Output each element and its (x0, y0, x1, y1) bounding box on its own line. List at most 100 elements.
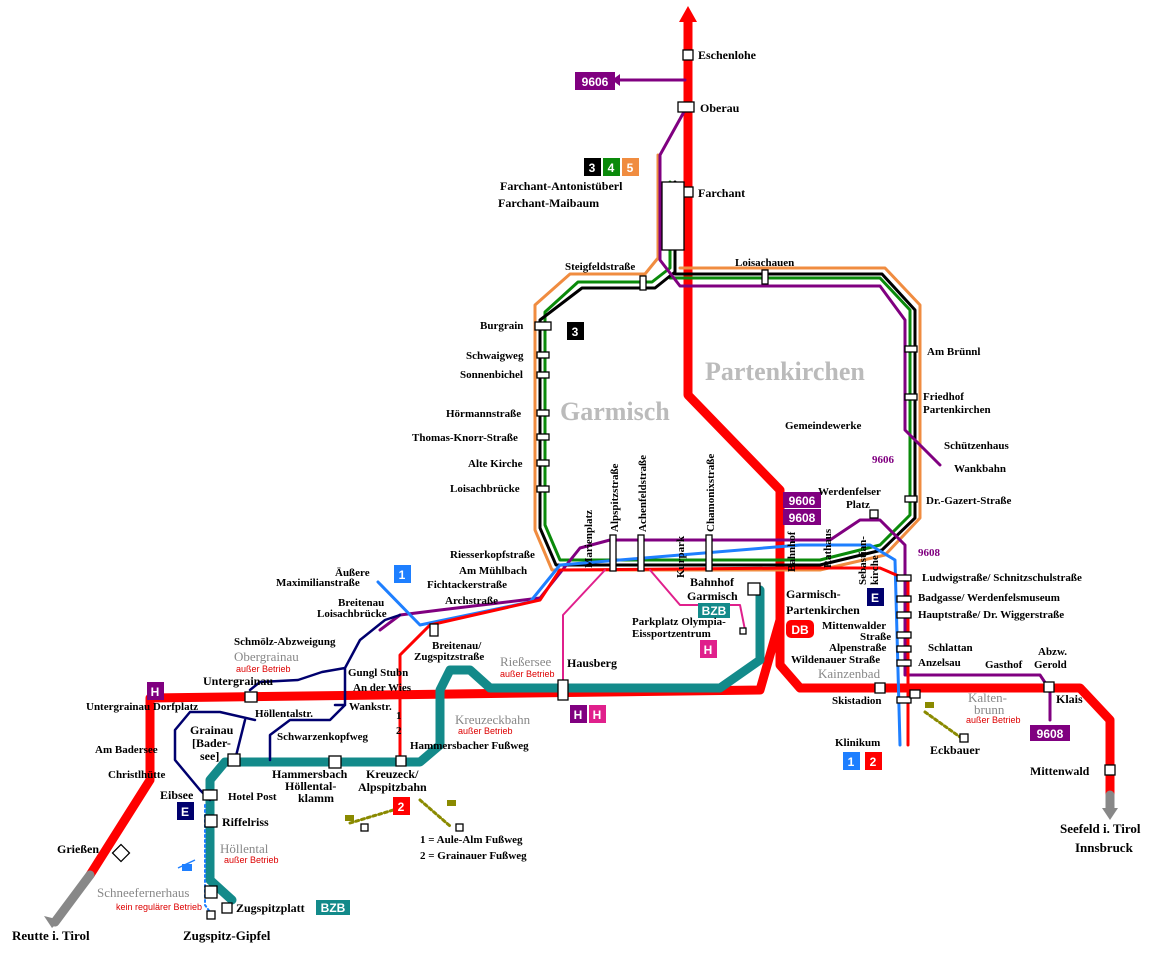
station-untergrainau[interactable] (244, 691, 258, 703)
badge-e-west[interactable]: E (177, 802, 194, 820)
station-grainau[interactable] (227, 753, 241, 767)
label-stations-badgasse: Badgasse/ Werdenfelsmuseum (918, 592, 1060, 604)
label-stations-alpen: Alpenstraße (829, 642, 887, 654)
label-stations-burgrain: Burgrain (480, 320, 523, 332)
badge-h-west[interactable]: H (147, 682, 164, 700)
label-badges-b3: 3 (589, 161, 596, 175)
label-stations-parkplatz2: Eissportzentrum (632, 628, 711, 640)
label-notes-ausser5: außer Betrieb (224, 855, 279, 865)
bus-line-9606 (618, 78, 942, 467)
station-eschenlohe[interactable] (682, 49, 694, 61)
label-stations-skistadion: Skistadion (832, 695, 882, 707)
bus-line-1 (376, 543, 902, 747)
station-olympia[interactable] (739, 627, 747, 635)
label-stations-kainzenbad: Kainzenbad (818, 666, 881, 681)
station-eibsee[interactable] (202, 789, 218, 801)
station-werdenfelser[interactable] (869, 509, 879, 519)
badge-bzb-bahnhof[interactable]: BZB (698, 603, 730, 618)
badge-9606-top[interactable]: 9606 (575, 72, 615, 90)
label-stations-thomas_knorr: Thomas-Knorr-Straße (412, 432, 518, 444)
badge-2-klinikum[interactable]: 2 (865, 752, 882, 770)
station-schneeferner[interactable] (204, 885, 218, 899)
badges: 9606 3 4 5 3 1 9606 9608 E E H H H H 1 2… (147, 72, 1070, 915)
station-riffelriss[interactable] (204, 814, 218, 828)
label-stations-wankbahn: Wankbahn (954, 463, 1006, 475)
badge-9608-klais[interactable]: 9608 (1030, 725, 1070, 741)
label-stations-am_bruennl: Am Brünnl (927, 346, 981, 358)
station-bahnhof[interactable] (747, 582, 761, 596)
station-oberau[interactable] (677, 101, 695, 113)
station-farchant-stack[interactable] (661, 181, 685, 251)
station-gondola-a[interactable] (360, 823, 369, 832)
station-hammersbach[interactable] (328, 755, 342, 769)
label-stations-untergrainau: Untergrainau (203, 674, 273, 688)
label-stations-schneeferner: Schneefernerhaus (97, 885, 189, 900)
station-kaltenbrunn[interactable] (909, 689, 921, 699)
badge-h-olympia[interactable]: H (700, 640, 717, 658)
label-stations-kreuzeckbahn: Kreuzeckbahn (455, 712, 531, 727)
station-eckbauer[interactable] (959, 733, 969, 743)
station-mittenwald[interactable] (1104, 764, 1116, 776)
badge-9608-mid[interactable]: 9608 (783, 509, 821, 525)
label-badges-db_logo: DB (791, 623, 809, 637)
db-line-reutte (50, 870, 95, 927)
badge-1-klinikum[interactable]: 1 (843, 752, 860, 770)
station-gipfel[interactable] (206, 910, 216, 920)
station-zugspitzplatt[interactable] (221, 902, 233, 914)
station-south[interactable] (896, 574, 912, 704)
label-stations-riffelriss: Riffelriss (222, 815, 269, 829)
badge-h-center1[interactable]: H (570, 705, 587, 723)
label-stations-parkplatz1: Parkplatz Olympia- (632, 616, 726, 628)
station-klais[interactable] (1043, 681, 1055, 693)
station-loisachauen[interactable] (761, 269, 769, 285)
label-stations-hoellental: Höllental (220, 841, 269, 856)
label-stations-breitenau_zug2: Zugspitzstraße (414, 651, 484, 663)
badge-9606-mid[interactable]: 9606 (783, 492, 821, 508)
label-badges-b9608_mid: 9608 (789, 511, 816, 525)
label-stations-sebastian1: Sebastian- (857, 536, 869, 585)
label-endpoints-zugspitze: Zugspitz-Gipfel (183, 928, 271, 943)
label-stations-kaltenbrunn2: brunn (974, 702, 1005, 717)
label-badges-bH_west: H (151, 685, 160, 699)
label-stations-chamonix: Chamonixstraße (705, 454, 717, 532)
label-stations-anzelsau: Anzelsau (918, 657, 961, 669)
badge-1[interactable]: 1 (394, 565, 411, 583)
label-stations-hoellentalstr: Höllentalstr. (255, 708, 313, 720)
badge-h-center2[interactable]: H (589, 705, 606, 723)
label-stations-sebastian2: kirche (869, 555, 881, 585)
station-west-ring[interactable] (536, 351, 550, 493)
station-gondola-b[interactable] (455, 823, 464, 832)
label-stations-schwarzenkopf: Schwarzenkopfweg (277, 731, 369, 743)
station-griessen[interactable] (111, 843, 131, 863)
badge-3-small[interactable]: 3 (567, 322, 584, 340)
badge-bzb-platt[interactable]: BZB (316, 900, 350, 915)
bus-line-9608 (378, 518, 1052, 722)
label-stations-aeussere1: Äußere (335, 566, 370, 579)
label-stations-zugspitzplatt: Zugspitzplatt (236, 901, 305, 915)
station-kainzenbad[interactable] (874, 682, 886, 694)
label-badges-b1_klinikum: 1 (848, 755, 855, 769)
label-stations-breitenau2: Loisachbrücke (317, 608, 387, 620)
label-badges-b9606_top: 9606 (582, 75, 609, 89)
label-stations-schmoelz: Schmölz-Abzweigung (234, 636, 336, 648)
station-east-ring[interactable] (904, 345, 918, 503)
label-stations-untergrainau_dorf: Untergrainau Dorfplatz (86, 701, 198, 713)
station-hausberg[interactable] (557, 679, 569, 701)
label-stations-griessen: Grießen (57, 842, 99, 856)
badge-5[interactable]: 5 (622, 158, 639, 176)
label-stations-werdenfelser2: Platz (846, 499, 870, 511)
label-stations-kreuzeck1: Kreuzeck/ (366, 767, 419, 781)
station-centre-row[interactable] (609, 534, 713, 572)
station-breitenau-zug[interactable] (429, 623, 439, 637)
station-burgrain[interactable] (534, 321, 552, 331)
station-kreuzeck[interactable] (395, 755, 407, 767)
badge-3[interactable]: 3 (584, 158, 601, 176)
badge-2-kreuzeck[interactable]: 2 (393, 797, 410, 815)
label-stations-schwaigweg: Schwaigweg (466, 350, 524, 362)
label-stations-haupt: Hauptstraße/ Dr. Wiggerstraße (918, 609, 1064, 621)
station-steigfeld[interactable] (639, 275, 647, 291)
badge-4[interactable]: 4 (603, 158, 620, 176)
label-stations-obergrainau: Obergrainau (234, 649, 299, 664)
badge-e-east[interactable]: E (867, 588, 884, 606)
